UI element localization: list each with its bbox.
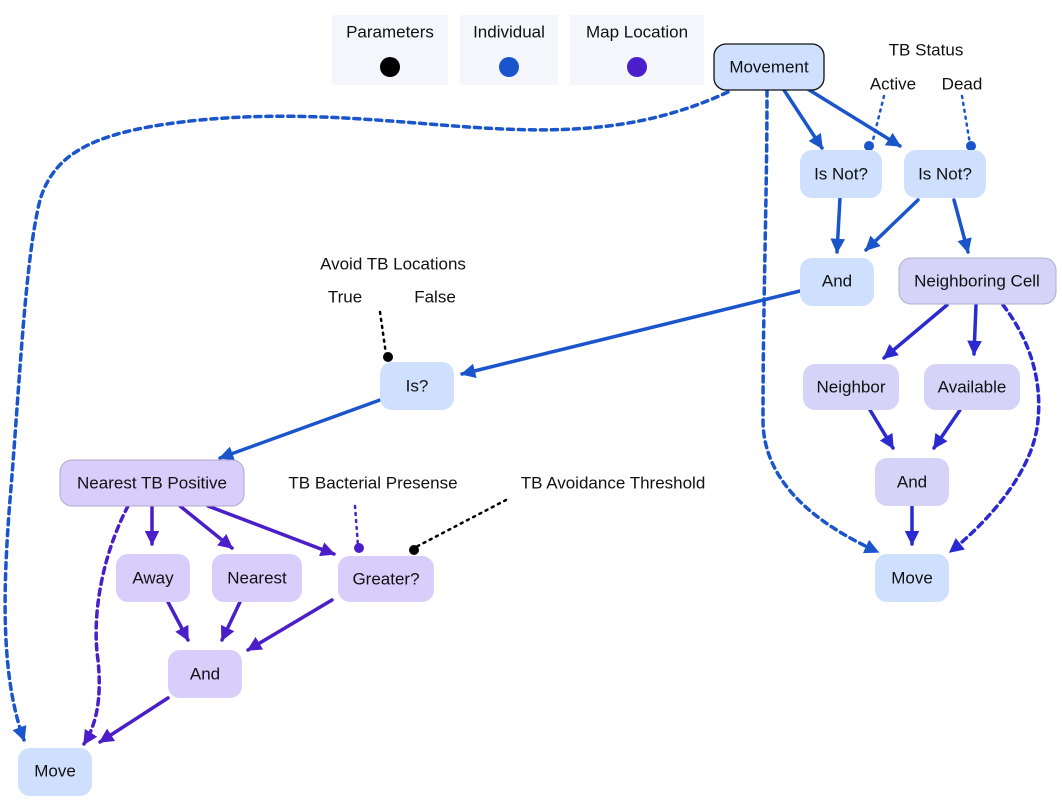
edge-movement-to-move-right [761,88,880,554]
edge-isnot2-to-neighboring-cell [952,198,972,254]
edge-greater-to-and-left [246,598,334,652]
param-avoid-tb-false: False [414,287,456,306]
param-link-active [870,94,886,146]
dot-bacterial [354,543,364,553]
dot-dead [966,141,976,151]
edge-is-to-nearest-tb-positive [218,398,382,461]
node-move-left-label: Move [34,761,76,780]
edge-isnot1-to-and [830,196,846,254]
param-avoid-tb-title: Avoid TB Locations [320,254,466,273]
node-nearest-tb-positive[interactable]: Nearest TB Positive [59,459,245,507]
dot-avoid-tb [383,352,393,362]
node-available-label: Available [938,377,1007,396]
param-link-avoid-tb [378,310,388,356]
edge-isnot2-to-and [864,198,920,252]
node-is[interactable]: Is? [380,362,454,410]
node-neighbor-label: Neighbor [817,377,886,396]
node-greater[interactable]: Greater? [338,556,434,602]
edges [3,86,1041,746]
edge-nearest-tb-positive-to-nearest [178,504,234,550]
node-neighboring-cell-label: Neighboring Cell [914,271,1040,290]
node-move-right-label: Move [891,568,933,587]
edge-nearest-to-and-left [220,600,242,642]
edge-movement-to-move-left [3,90,730,742]
edge-neighboring-cell-to-move-right [948,303,1041,554]
node-and-right-label: And [897,472,927,491]
node-nearest-label: Nearest [227,568,287,587]
node-away[interactable]: Away [116,554,190,602]
dot-active [864,141,874,151]
node-and-top[interactable]: And [800,258,874,306]
param-tb-status-dead: Dead [942,74,983,93]
node-is-not-1[interactable]: Is Not? [800,150,882,198]
node-neighbor[interactable]: Neighbor [803,364,899,410]
node-nearest[interactable]: Nearest [212,554,302,602]
edge-neighboring-cell-to-neighbor [882,303,949,360]
node-greater-label: Greater? [352,569,419,588]
node-movement-label: Movement [729,57,809,76]
node-is-label: Is? [406,376,429,395]
edge-nearest-tb-positive-to-greater [206,504,336,557]
param-avoid-tb-true: True [328,287,362,306]
node-and-left-label: And [190,664,220,683]
node-move-left[interactable]: Move [18,748,92,796]
node-and-left[interactable]: And [168,650,242,698]
node-nearest-tb-positive-label: Nearest TB Positive [77,473,227,492]
legend-map-location-label: Map Location [586,22,688,41]
legend-parameters-dot [380,57,400,77]
node-neighboring-cell[interactable]: Neighboring Cell [898,257,1057,305]
edge-movement-to-isnot1 [782,88,824,150]
edge-away-to-and-left [166,600,190,642]
parameter-labels: TB Status Active Dead Avoid TB Locations… [288,40,982,492]
node-move-right[interactable]: Move [875,554,949,602]
legend-individual-dot [499,57,519,77]
node-available[interactable]: Available [924,364,1020,410]
node-is-not-2-label: Is Not? [918,164,972,183]
parameter-dots [354,141,976,555]
node-and-right[interactable]: And [875,458,949,506]
nodes: Movement Is Not? Is Not? And Neighboring… [18,43,1057,796]
param-link-bacterial [353,504,360,548]
param-tb-status-title: TB Status [889,40,964,59]
legend-map-location-dot [627,57,647,77]
node-and-top-label: And [822,271,852,290]
param-link-threshold [412,498,508,550]
edge-and-to-is [460,289,802,378]
edge-nearest-tb-positive-to-move-left [82,504,130,746]
param-tb-status-active: Active [870,74,916,93]
legend-parameters-label: Parameters [346,22,434,41]
legend: Parameters Individual Map Location [332,15,704,85]
node-movement[interactable]: Movement [713,43,825,91]
legend-individual-label: Individual [473,22,545,41]
param-link-dead [960,94,972,146]
param-tb-avoidance-threshold: TB Avoidance Threshold [521,473,706,492]
edge-neighbor-to-and-right [868,408,895,450]
node-is-not-1-label: Is Not? [814,164,868,183]
dot-threshold [409,545,419,555]
param-tb-bacterial-presense: TB Bacterial Presense [288,473,457,492]
node-away-label: Away [132,568,174,587]
edge-movement-to-isnot2 [804,86,902,148]
node-is-not-2[interactable]: Is Not? [904,150,986,198]
edge-available-to-and-right [932,408,962,450]
edge-and-left-to-move-left [98,696,170,744]
edge-neighboring-cell-to-available [967,303,982,356]
